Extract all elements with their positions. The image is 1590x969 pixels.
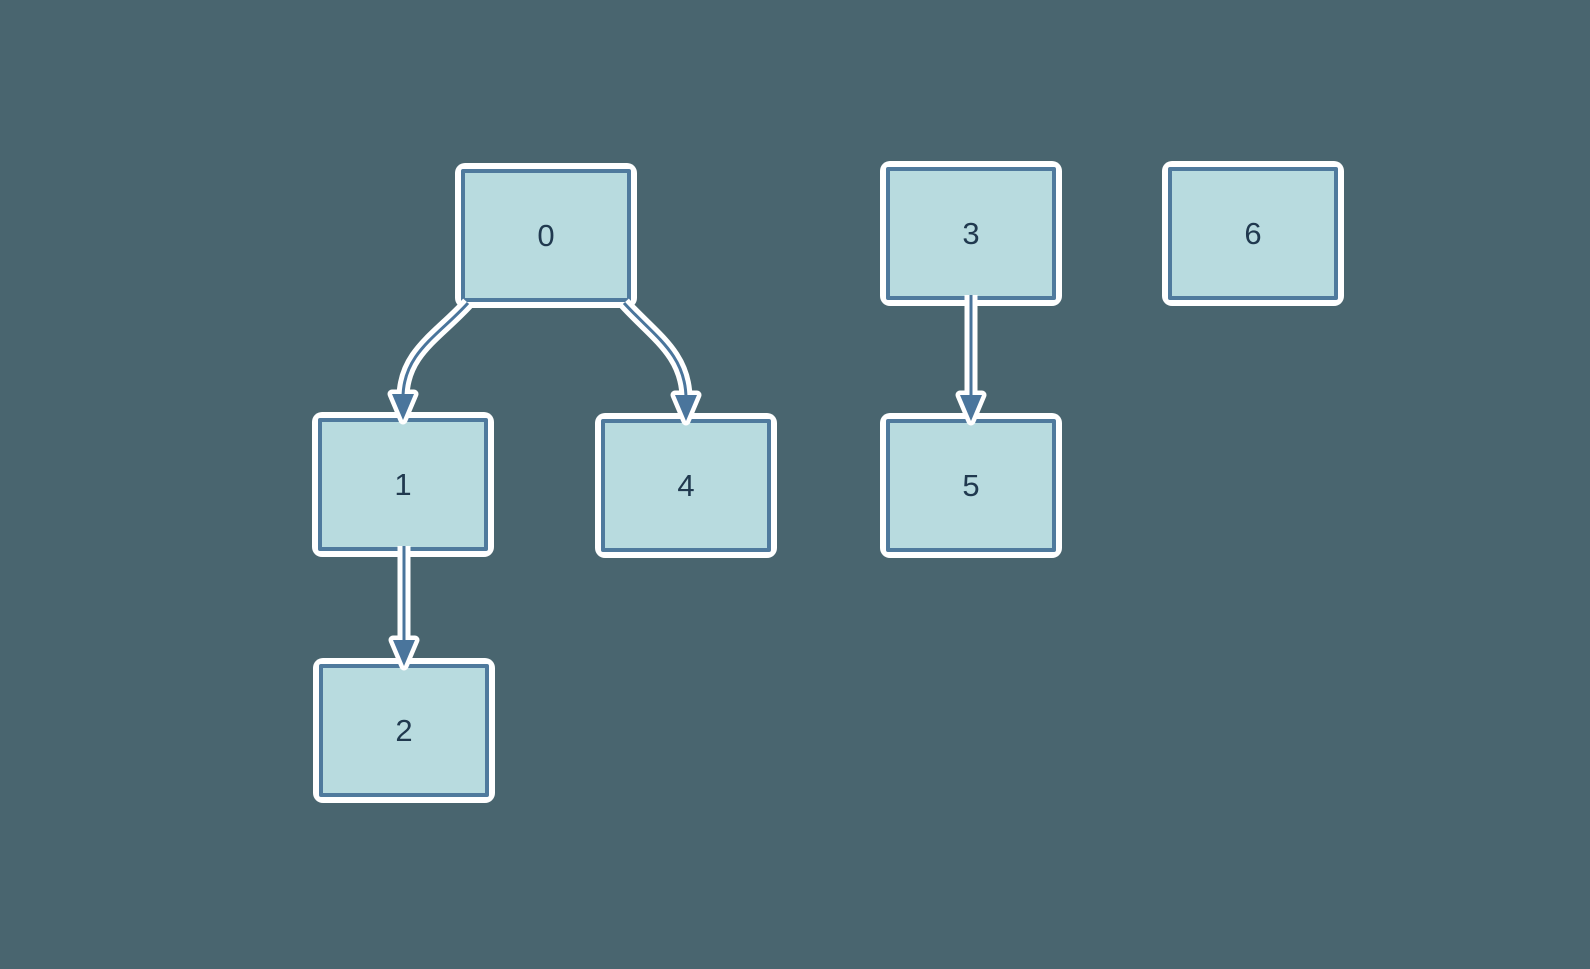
- graph-node-body: 3: [886, 167, 1056, 300]
- graph-node-body: 2: [319, 664, 489, 797]
- graph-node-body: 1: [318, 418, 488, 551]
- graph-node-body: 0: [461, 169, 631, 302]
- edge-0-to-4: [622, 301, 688, 400]
- graph-node-6[interactable]: 6: [1162, 161, 1344, 306]
- edge-0-to-4-casing: [619, 298, 693, 400]
- graph-node-label: 5: [962, 468, 980, 503]
- graph-node-1[interactable]: 1: [312, 412, 494, 557]
- graph-node-5[interactable]: 5: [880, 413, 1062, 558]
- graph-node-3[interactable]: 3: [880, 161, 1062, 306]
- graph-node-0[interactable]: 0: [455, 163, 637, 308]
- graph-node-2[interactable]: 2: [313, 658, 495, 803]
- graph-node-label: 1: [394, 467, 412, 502]
- graph-node-body: 4: [601, 419, 771, 552]
- graph-node-label: 2: [395, 713, 413, 748]
- graph-node-label: 4: [677, 468, 695, 503]
- edge-0-to-1-casing: [396, 298, 473, 399]
- graph-node-label: 3: [962, 216, 980, 251]
- graph-node-label: 6: [1244, 216, 1262, 251]
- graph-node-label: 0: [537, 218, 555, 253]
- graph-node-4[interactable]: 4: [595, 413, 777, 558]
- edge-0-to-1: [401, 301, 470, 399]
- graph-node-body: 5: [886, 419, 1056, 552]
- graph-node-body: 6: [1168, 167, 1338, 300]
